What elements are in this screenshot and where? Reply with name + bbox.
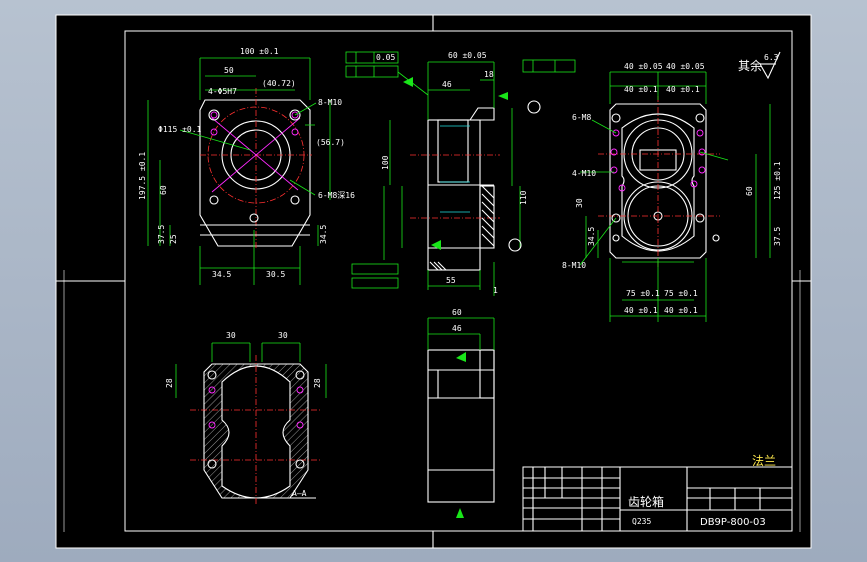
dim-right-60: 60 bbox=[745, 186, 754, 196]
dim-front-right: 30.5 bbox=[266, 270, 285, 279]
dim-front-height: 197.5 ±0.1 bbox=[138, 152, 147, 200]
roughness-value: 6.3 bbox=[764, 53, 779, 62]
material: Q235 bbox=[632, 517, 651, 526]
dim-side-60: 60 ±0.05 bbox=[448, 51, 487, 60]
dim-right-40f: 40 ±0.1 bbox=[664, 306, 698, 315]
dim-front-6m: 6-M8深16 bbox=[318, 191, 355, 200]
dim-right-8m: 8-M10 bbox=[562, 261, 586, 270]
dim-sect-28a: 28 bbox=[165, 378, 174, 388]
dim-front-left: 34.5 bbox=[212, 270, 231, 279]
dim-front-hole: 4-Φ5H7 bbox=[208, 87, 237, 96]
dim-right-40e: 40 ±0.1 bbox=[624, 306, 658, 315]
front-view: 100 ±0.1 50 (40.72) 4-Φ5H7 8-M10 Φ115 ±0… bbox=[138, 47, 355, 285]
dim-right-40c: 40 ±0.1 bbox=[624, 85, 658, 94]
dim-sect-30a: 30 bbox=[226, 331, 236, 340]
dim-side-100: 100 bbox=[381, 155, 390, 170]
bottom-view: 46 60 bbox=[427, 308, 495, 518]
dim-side-55: 55 bbox=[446, 276, 456, 285]
dim-right-height: 125 ±0.1 bbox=[773, 161, 782, 200]
dim-sect-28b: 28 bbox=[313, 378, 322, 388]
dim-right-75b: 75 ±0.1 bbox=[664, 289, 698, 298]
dim-right-40a: 40 ±0.05 bbox=[624, 62, 663, 71]
dim-front-50: 50 bbox=[224, 66, 234, 75]
dim-right-30: 30 bbox=[575, 198, 584, 208]
dim-front-top: 100 ±0.1 bbox=[240, 47, 279, 56]
drawing-number: DB9P-800-03 bbox=[700, 517, 766, 528]
tol-note: 0.05 bbox=[376, 53, 395, 62]
dim-right-75a: 75 ±0.1 bbox=[626, 289, 660, 298]
right-view: 40 ±0.05 40 ±0.05 40 ±0.1 40 ±0.1 6-M8 4… bbox=[562, 51, 782, 322]
dim-side-18: 18 bbox=[484, 70, 494, 79]
dim-right-40d: 40 ±0.1 bbox=[666, 85, 700, 94]
surface-note: 法兰 bbox=[752, 454, 776, 468]
section-view: 30 30 28 28 A—A bbox=[165, 331, 327, 505]
section-label: A—A bbox=[292, 489, 307, 498]
dim-front-72: (40.72) bbox=[262, 79, 296, 88]
sheet-border bbox=[55, 14, 812, 549]
dim-right-34: 34.5 bbox=[587, 227, 596, 246]
part-name: 齿轮箱 bbox=[628, 494, 664, 509]
dim-right-6m: 6-M8 bbox=[572, 113, 591, 122]
dim-front-37: 37.5 bbox=[157, 225, 166, 244]
dim-right-4m: 4-M10 bbox=[572, 169, 596, 178]
dim-sect-30b: 30 bbox=[278, 331, 288, 340]
dim-front-thread: 8-M10 bbox=[318, 98, 342, 107]
dim-side-46: 46 bbox=[442, 80, 452, 89]
dim-bottom-46: 46 bbox=[452, 324, 462, 333]
dim-front-25: 25 bbox=[169, 234, 178, 244]
dim-front-60: 60 bbox=[159, 185, 168, 195]
dim-front-56: (56.7) bbox=[316, 138, 345, 147]
side-view: 60 ±0.05 18 46 100 110 55 1 0.05 bbox=[345, 51, 576, 296]
dim-front-34: 34.5 bbox=[319, 225, 328, 244]
dim-side-110: 110 bbox=[519, 190, 528, 205]
title-block: 齿轮箱 Q235 DB9P-800-03 法兰 bbox=[522, 454, 793, 532]
dim-right-40b: 40 ±0.05 bbox=[666, 62, 705, 71]
dim-side-1: 1 bbox=[493, 286, 498, 295]
dim-bottom-60: 60 bbox=[452, 308, 462, 317]
dim-front-115: Φ115 ±0.1 bbox=[158, 125, 202, 134]
dim-right-37: 37.5 bbox=[773, 227, 782, 246]
roughness-label: 其余 bbox=[738, 58, 762, 73]
